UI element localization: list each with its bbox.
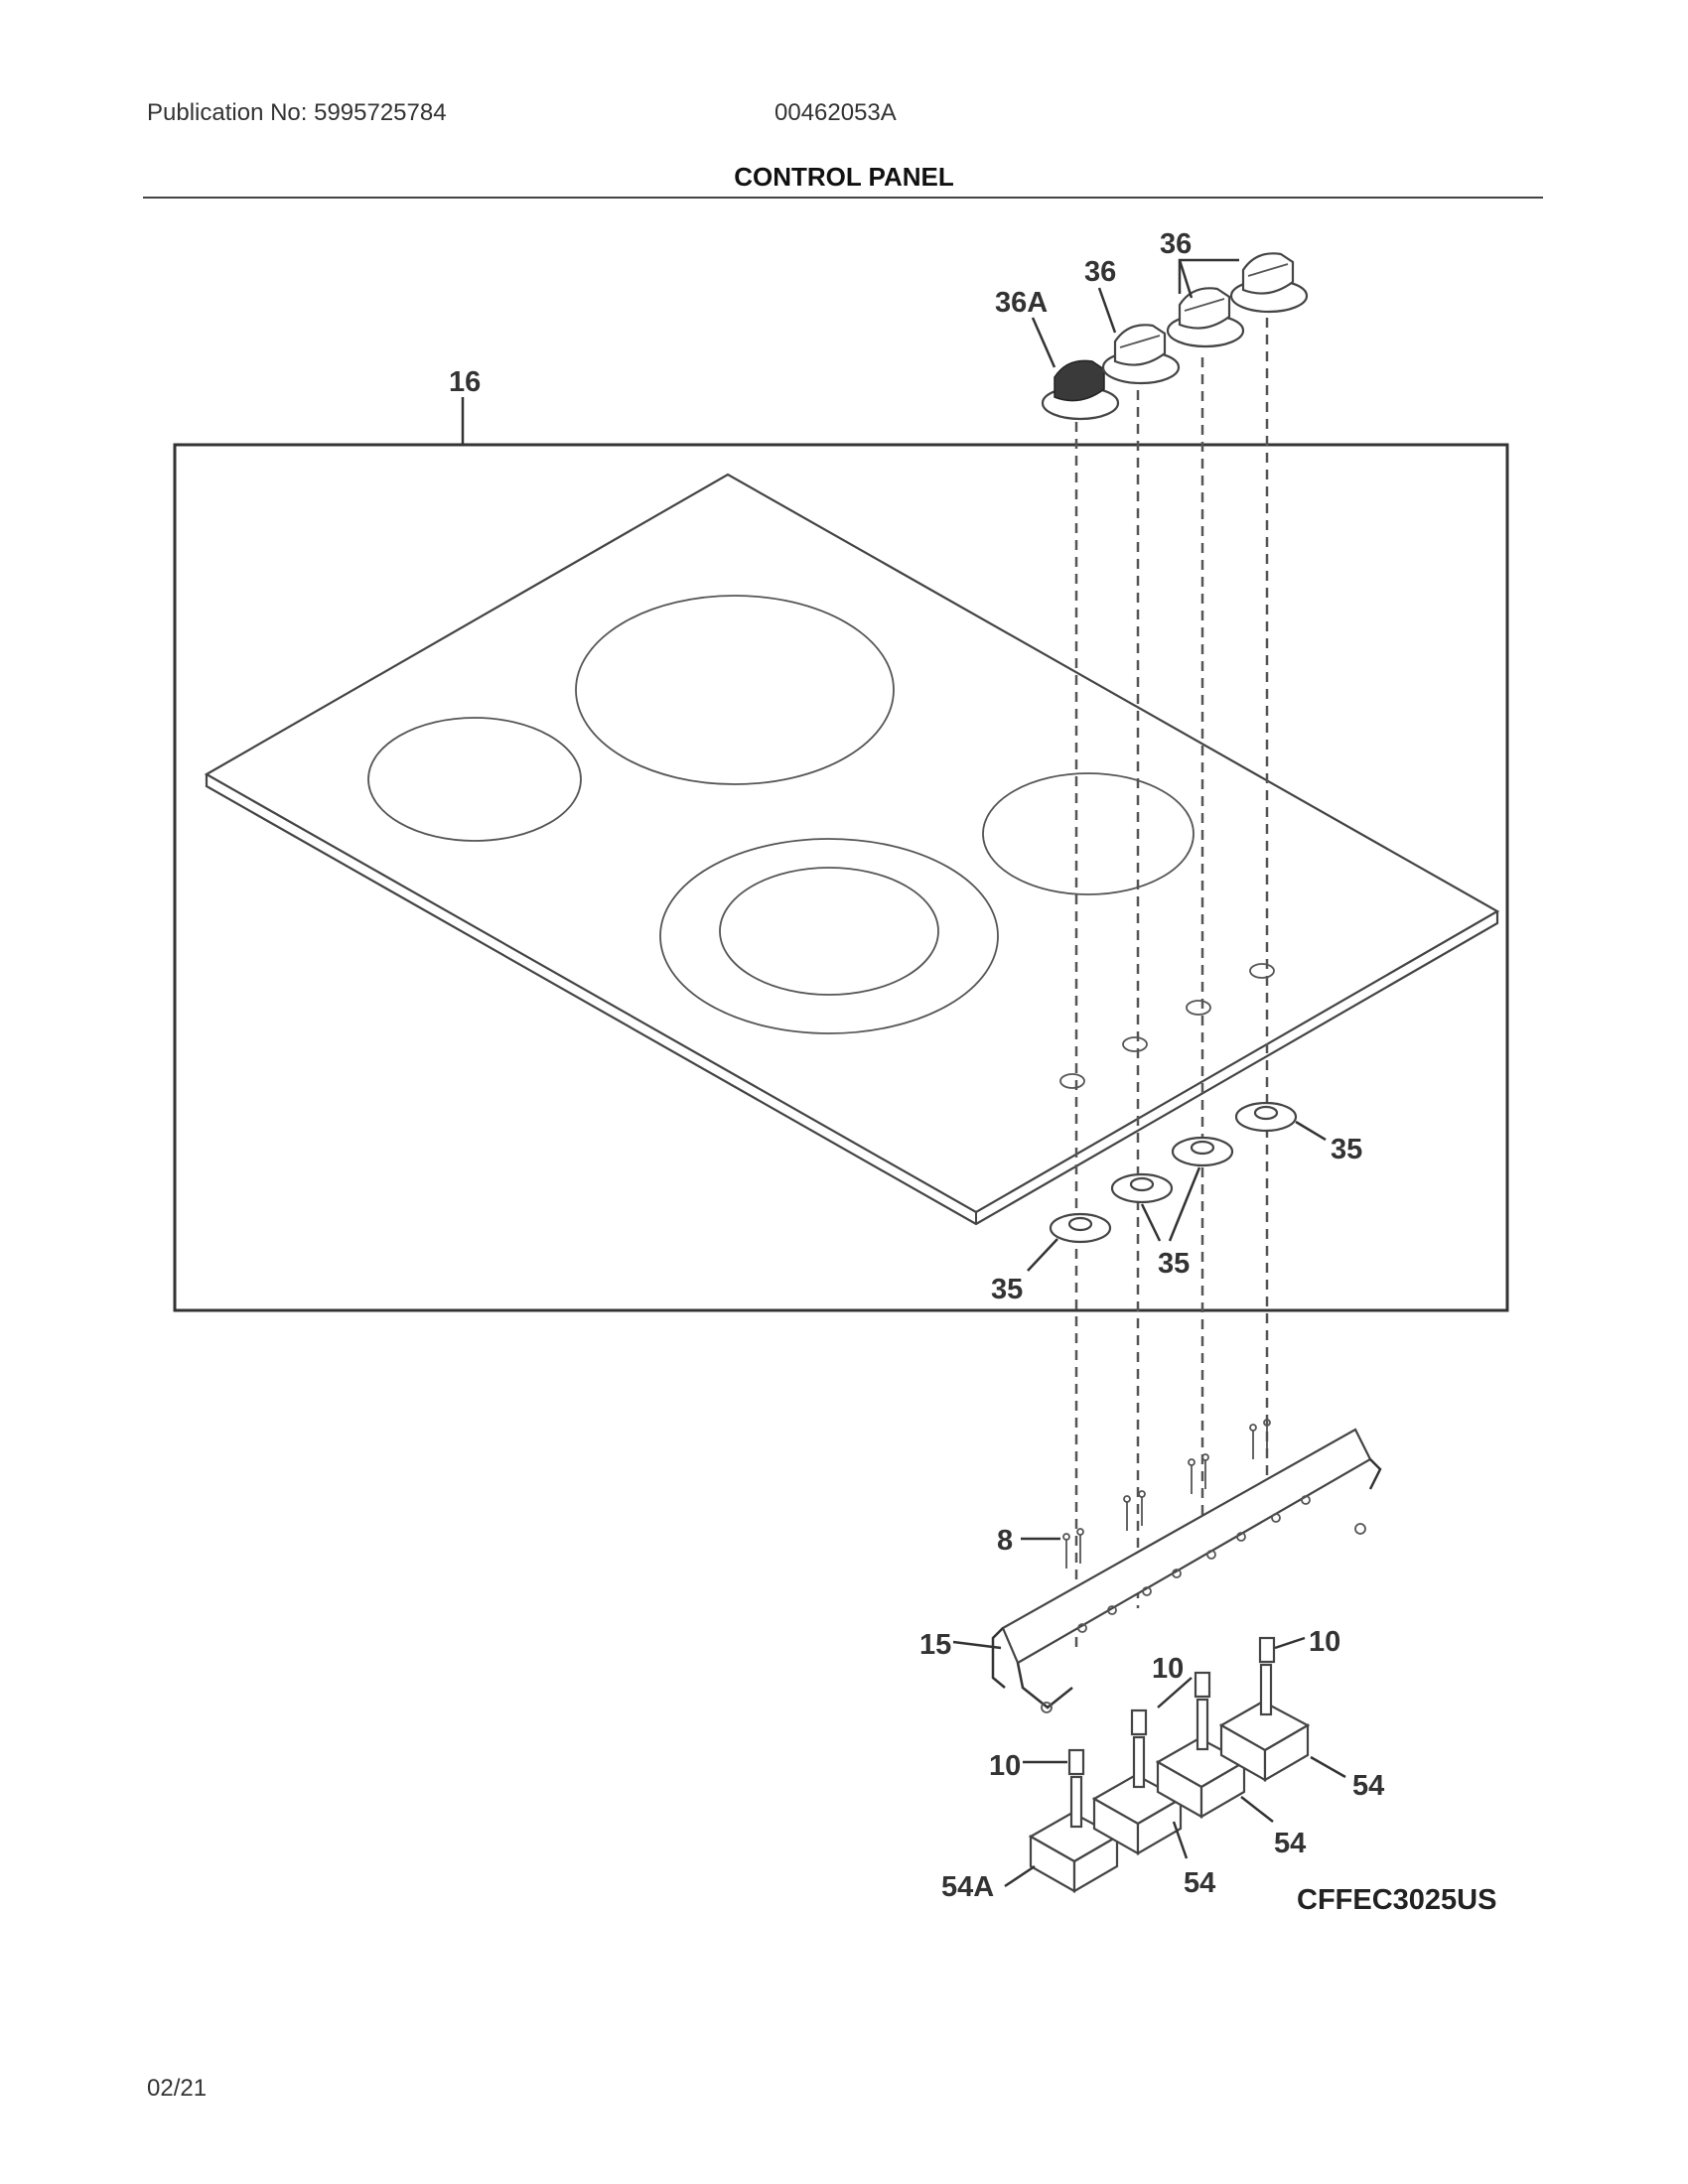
couplers-10 (1067, 1636, 1276, 1776)
callout-35-left: 35 (991, 1274, 1023, 1305)
callout-10-left: 10 (989, 1750, 1021, 1782)
callout-8: 8 (997, 1525, 1013, 1557)
document-number: 00462053A (774, 99, 897, 126)
knob-hole-2 (1122, 1036, 1148, 1052)
callout-10-right: 10 (1309, 1626, 1340, 1658)
callout-54-middle: 54 (1274, 1828, 1306, 1859)
glass-cooktop (204, 473, 1500, 1226)
switch-54-3 (1218, 1663, 1311, 1782)
callout-54-right: 54 (1352, 1770, 1384, 1802)
bezel-35-1 (1049, 1212, 1112, 1244)
callout-35-center: 35 (1158, 1248, 1190, 1280)
switch-54-2 (1155, 1698, 1247, 1819)
knob-36A (1041, 359, 1120, 421)
callout-16: 16 (449, 366, 481, 398)
burner-left (367, 717, 582, 842)
knob-36-2 (1166, 287, 1245, 348)
publication-number: Publication No: 5995725784 (147, 99, 447, 126)
cooktop-frame (173, 443, 1509, 1312)
control-bracket (991, 1428, 1382, 1713)
callout-10-center: 10 (1152, 1653, 1184, 1685)
model-number: CFFEC3025US (1297, 1884, 1497, 1916)
callout-35-right: 35 (1331, 1134, 1362, 1165)
alignment-lines (1074, 318, 1269, 1648)
revision-date: 02/21 (147, 2075, 208, 2102)
knob-hole-1 (1059, 1073, 1085, 1089)
knob-36-1 (1101, 324, 1181, 385)
switch-54A (1028, 1775, 1120, 1893)
callout-54A: 54A (941, 1871, 994, 1903)
knob-hole-3 (1186, 1000, 1211, 1016)
burner-rear-large (575, 595, 895, 785)
callout-36-pair: 36 (1160, 228, 1192, 260)
callout-15: 15 (919, 1629, 951, 1661)
burner-right (982, 772, 1195, 895)
page-title: CONTROL PANEL (734, 162, 954, 192)
bezel-35-2 (1110, 1172, 1174, 1204)
knob-hole-4 (1249, 963, 1275, 979)
bezel-35-3 (1171, 1136, 1234, 1167)
burner-front-outer (659, 838, 999, 1034)
knob-36-3 (1229, 252, 1309, 314)
title-rule (143, 197, 1543, 199)
burner-front-inner (719, 867, 939, 996)
screws-8 (1062, 1419, 1271, 1569)
callout-36A: 36A (995, 287, 1048, 319)
callout-36: 36 (1084, 256, 1116, 288)
leader-lines (461, 258, 1346, 1888)
bezel-35-4 (1234, 1101, 1298, 1133)
callout-54-left: 54 (1184, 1867, 1215, 1899)
switch-54-1 (1091, 1735, 1184, 1855)
